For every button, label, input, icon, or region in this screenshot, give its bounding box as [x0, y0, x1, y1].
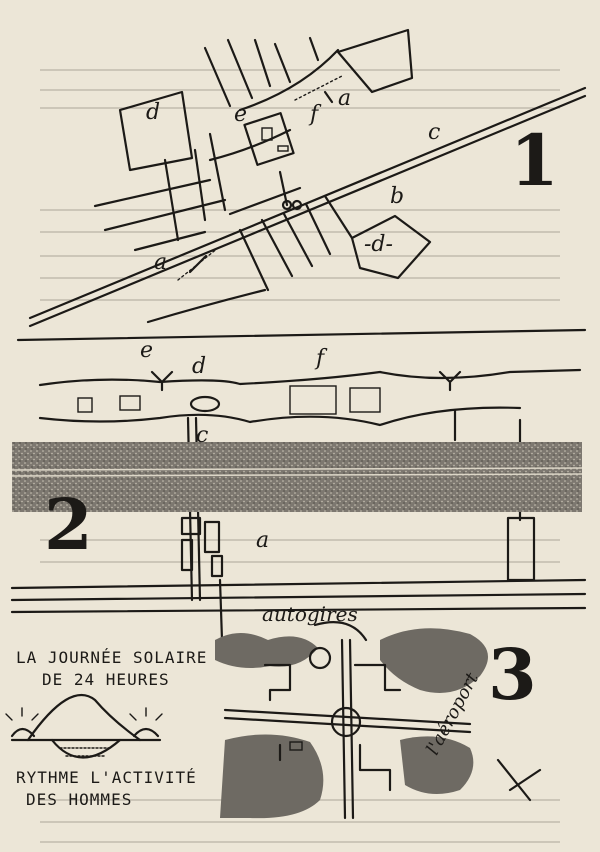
label-autogires: autogires	[262, 602, 358, 626]
label-c-2: c	[196, 423, 209, 448]
label-a-top: a	[338, 86, 352, 111]
label-d-left: d	[146, 100, 161, 125]
green-zone-3	[220, 734, 324, 819]
diagram-number-1: 1	[510, 119, 559, 202]
block-d-right	[350, 214, 432, 280]
label-a-2: a	[256, 528, 270, 553]
label-a-bottom: a	[154, 250, 168, 275]
cloverleaf	[330, 706, 362, 738]
diagram-number-2: 2	[44, 483, 93, 566]
caption-of-men: DES HOMMES	[26, 790, 133, 809]
diagram-1-town-plan	[28, 28, 587, 328]
sun-rhythm-diagram	[5, 694, 163, 759]
green-zone-2	[380, 628, 488, 693]
railway-line	[28, 86, 587, 320]
block-d-left	[118, 90, 194, 172]
green-zone-4	[400, 736, 474, 794]
block-d-top	[336, 28, 414, 94]
caption-rhythm: RYTHME L'ACTIVITÉ	[16, 768, 197, 787]
diagram-2-linear-city	[10, 328, 587, 642]
label-d-right: -d-	[364, 232, 393, 257]
label-b: b	[390, 184, 405, 209]
autogiro-port	[308, 646, 332, 670]
green-zone-1	[215, 633, 318, 668]
label-d-2: d	[192, 354, 207, 379]
label-e-2: e	[140, 338, 154, 363]
civic-centre	[243, 112, 295, 166]
label-c: c	[428, 120, 441, 145]
label-f-2: f	[316, 346, 325, 371]
top-boundary	[16, 328, 587, 342]
label-f: f	[310, 102, 319, 127]
diagram-number-3: 3	[488, 633, 537, 716]
label-e: e	[234, 102, 248, 127]
caption-solar-day: LA JOURNÉE SOLAIRE	[16, 648, 208, 667]
diagram-3-city-airport	[215, 621, 542, 820]
caption-24-hours: DE 24 HEURES	[42, 670, 170, 689]
